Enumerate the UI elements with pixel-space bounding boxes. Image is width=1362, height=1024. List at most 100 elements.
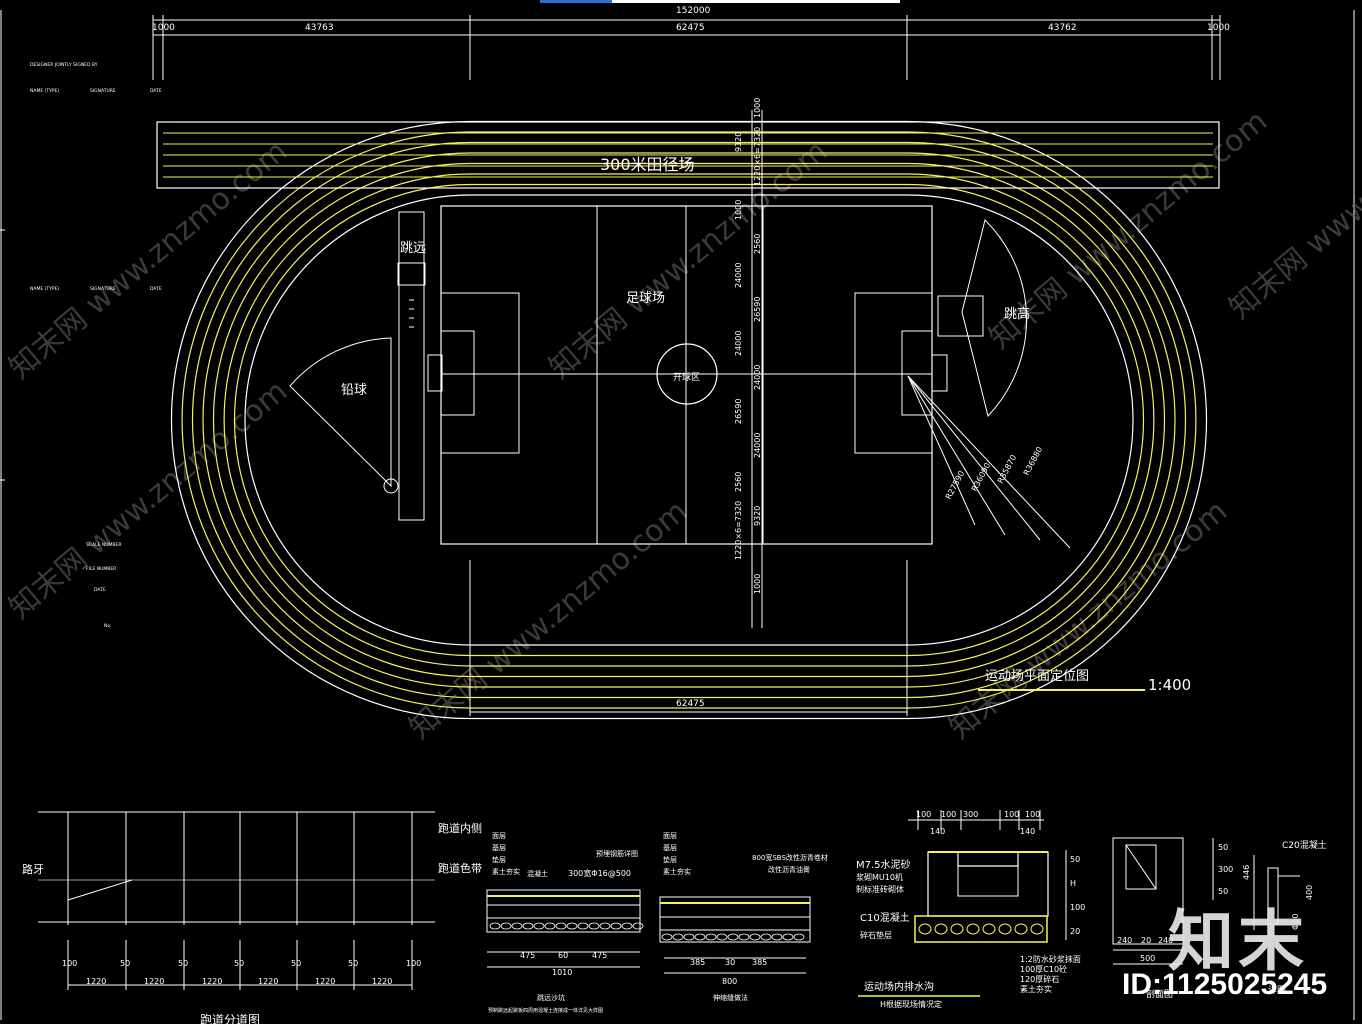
lane-dim-bottom: 1220 xyxy=(86,977,106,986)
shot-put-label: 铅球 xyxy=(341,383,367,398)
title-block-field: DATE xyxy=(150,88,162,94)
vertical-dimension: 24000 xyxy=(753,433,762,458)
radius-leader xyxy=(907,375,1071,549)
section1-note: 300宽Φ16@500 xyxy=(568,868,631,878)
gravel-symbol xyxy=(683,933,695,941)
title-block-field: NAME (TYPE) xyxy=(30,286,59,292)
lane-detail-caption: 跑道分道图 xyxy=(200,1013,260,1024)
section1-layer-label: 基层 xyxy=(492,843,506,852)
plan-scale: 1:400 xyxy=(1148,676,1191,694)
dim-right-end: 1000 xyxy=(1207,23,1230,33)
gravel-symbol xyxy=(694,933,706,941)
section3-layer-right: 100厚C10砼 xyxy=(1020,964,1067,974)
section2-layer-label: 面层 xyxy=(663,832,677,840)
ditch-walls xyxy=(927,851,1049,917)
curb-label: C20混凝土 xyxy=(1282,839,1327,851)
gravel-symbol xyxy=(738,933,750,941)
gravel-symbol xyxy=(998,923,1012,935)
long-jump-runway xyxy=(398,211,425,521)
vertical-dimension: 24000 xyxy=(734,263,743,288)
lane-dim-bottom: 1220 xyxy=(202,977,222,986)
lane-dim-top: 50 xyxy=(291,959,301,968)
section2-layer-label: 垫层 xyxy=(663,855,677,864)
section3-dim: 100 xyxy=(1025,810,1040,819)
vertical-dimension: 9320 xyxy=(734,132,743,152)
gravel-symbol xyxy=(716,933,728,941)
title-block-field: SIGNATURE xyxy=(90,286,116,292)
vertical-dimension: 1220×6=7320 xyxy=(734,501,743,560)
gravel-symbol xyxy=(533,922,545,930)
center-circle-label: 开球区 xyxy=(673,371,700,383)
watermark-text: 知末网 www.znzmo.com xyxy=(3,134,294,386)
section2-note2: 改性沥青油膏 xyxy=(768,865,810,874)
gravel-symbol xyxy=(599,922,611,930)
right-goal-box xyxy=(901,330,933,416)
section3-concrete: C10混凝土 xyxy=(860,911,910,924)
gravel-symbol xyxy=(511,922,523,930)
section3-dim-right: 100 xyxy=(1070,903,1085,912)
lane-dim-top: 100 xyxy=(62,959,77,968)
high-jump-fan xyxy=(961,219,1028,418)
gravel-symbol xyxy=(771,933,783,941)
lane-dim-bottom: 1220 xyxy=(258,977,278,986)
section2-dim: 385 xyxy=(690,958,705,967)
section1-dim: 475 xyxy=(592,951,607,960)
left-goal-box xyxy=(440,330,475,416)
section3-caption: 运动场内排水沟 xyxy=(864,980,934,993)
section3-note: 浆砌MU10机 xyxy=(856,872,903,882)
left-penalty-box xyxy=(440,292,520,454)
section1-body xyxy=(486,889,641,933)
section3-dim-right: 20 xyxy=(1070,927,1080,936)
section3-dim: 100 xyxy=(941,810,956,819)
gravel-symbol xyxy=(500,922,512,930)
section1-dim: 475 xyxy=(520,951,535,960)
high-jump-label: 跳高 xyxy=(1004,306,1030,322)
section1-caption: 跳远沙坑 xyxy=(537,993,565,1002)
running-track: 300米田径场 xyxy=(156,120,1220,720)
track-lane-line xyxy=(244,194,1134,646)
dim-bottom-span: 62475 xyxy=(676,699,705,709)
vertical-dimension: 1220×6=7320 xyxy=(753,127,762,186)
gravel-symbol xyxy=(1030,923,1044,935)
section2-note: 800宽SBS改性沥青卷材 xyxy=(752,853,828,862)
section3-dim-sub: 140 xyxy=(930,827,945,836)
shot-put-circle xyxy=(383,478,399,494)
lane-dim-top: 100 xyxy=(406,959,421,968)
vertical-dimension: 2560 xyxy=(734,472,743,492)
sprint-track-outline xyxy=(156,121,1220,189)
right-penalty-box xyxy=(854,292,933,454)
title-block-field: DATE xyxy=(150,286,162,292)
section2-total: 800 xyxy=(722,977,737,986)
gravel-symbol xyxy=(982,923,996,935)
curb-dim-value: 400 xyxy=(1305,885,1314,900)
lane-label-band: 跑道色带 xyxy=(438,861,482,875)
section4-caption: 剖面图 xyxy=(1146,988,1173,1000)
curb-dim-value: Φ10 xyxy=(1291,914,1300,930)
sprint-track-label: 300米田径场 xyxy=(600,155,695,174)
section2-body xyxy=(659,896,811,943)
title-block-field: FILE NUMBER xyxy=(86,566,116,572)
gravel-symbol xyxy=(672,933,684,941)
dim-left-end: 1000 xyxy=(152,23,175,33)
section4-total: 500 xyxy=(1140,954,1155,963)
section3-layer-right: 120厚碎石 xyxy=(1020,974,1059,984)
dim-right-span: 43762 xyxy=(1048,23,1077,33)
gravel-symbol xyxy=(566,922,578,930)
section1-note3: 混凝土 xyxy=(527,869,548,878)
gravel-symbol xyxy=(749,933,761,941)
long-jump-label: 跳远 xyxy=(400,241,426,256)
gravel-symbol xyxy=(661,933,673,941)
gravel-symbol xyxy=(705,933,717,941)
gravel-symbol xyxy=(577,922,589,930)
section4-hatch xyxy=(1125,844,1157,890)
section3-dim-right: 50 xyxy=(1070,855,1080,864)
vertical-dimension: 1000 xyxy=(734,200,743,220)
title-block-field: NAME (TYPE) xyxy=(30,88,59,94)
section3-dim: 100 xyxy=(1004,810,1019,819)
lane-leader xyxy=(67,879,133,901)
section1-note2: 预埋钢筋详图 xyxy=(596,849,638,858)
center-circle xyxy=(656,343,718,405)
watermark-id: ID:1125025245 xyxy=(1122,968,1328,1001)
